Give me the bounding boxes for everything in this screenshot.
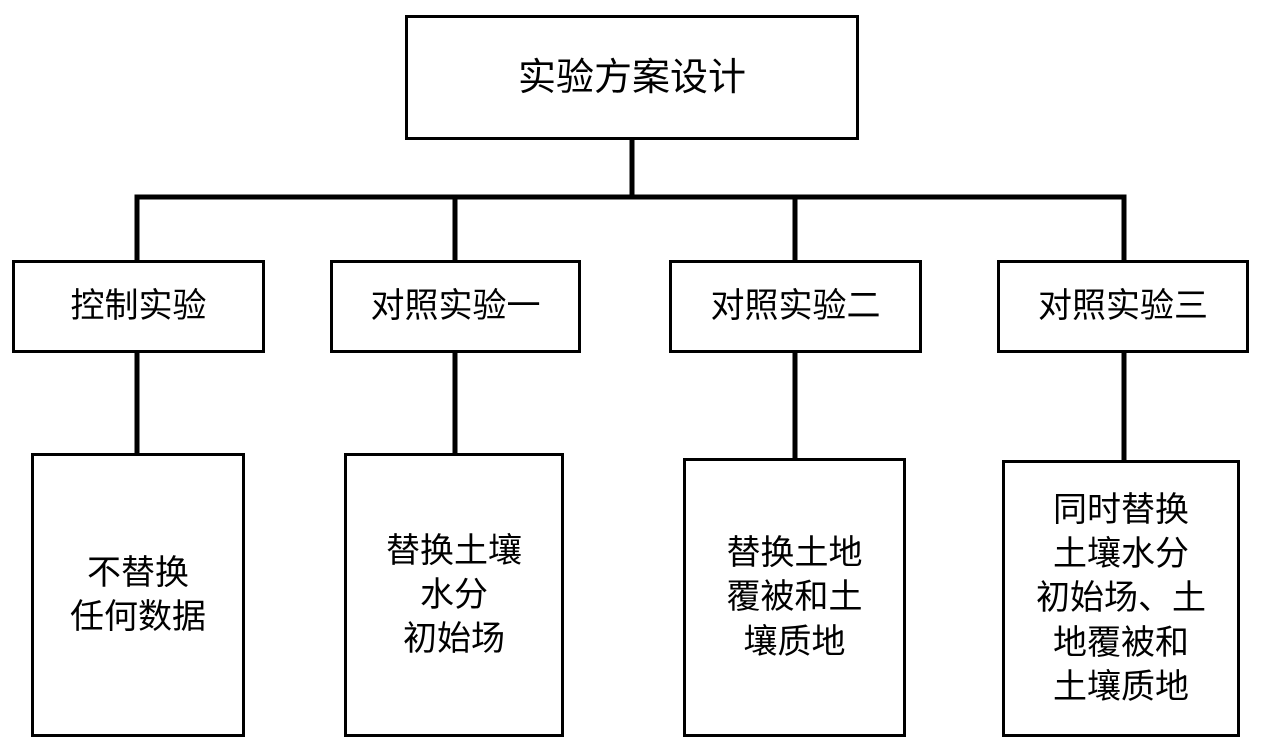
root-node-box: 实验方案设计	[405, 15, 859, 140]
detail-node-text: 同时替换 土壤水分 初始场、土 地覆被和 土壤质地	[1036, 490, 1206, 707]
group-node-comparison-experiment-3: 对照实验三	[997, 260, 1249, 353]
detail-node-comparison-experiment-3: 同时替换 土壤水分 初始场、土 地覆被和 土壤质地	[1002, 460, 1240, 737]
detail-node-control-experiment: 不替换 任何数据	[31, 453, 245, 737]
group-node-label: 对照实验一	[370, 286, 541, 327]
group-node-label: 控制实验	[70, 286, 207, 327]
detail-node-text: 不替换 任何数据	[70, 552, 206, 637]
group-node-label: 对照实验二	[710, 286, 881, 327]
detail-node-text: 替换土壤 水分 初始场	[386, 530, 522, 660]
root-node-label: 实验方案设计	[517, 54, 746, 99]
detail-node-comparison-experiment-2: 替换土地 覆被和土 壤质地	[683, 458, 906, 737]
detail-node-comparison-experiment-1: 替换土壤 水分 初始场	[344, 453, 564, 737]
group-node-label: 对照实验三	[1038, 286, 1208, 327]
group-node-comparison-experiment-2: 对照实验二	[669, 260, 922, 353]
group-node-comparison-experiment-1: 对照实验一	[330, 260, 581, 353]
detail-node-text: 替换土地 覆被和土 壤质地	[726, 533, 863, 662]
group-node-control-experiment: 控制实验	[12, 260, 265, 353]
